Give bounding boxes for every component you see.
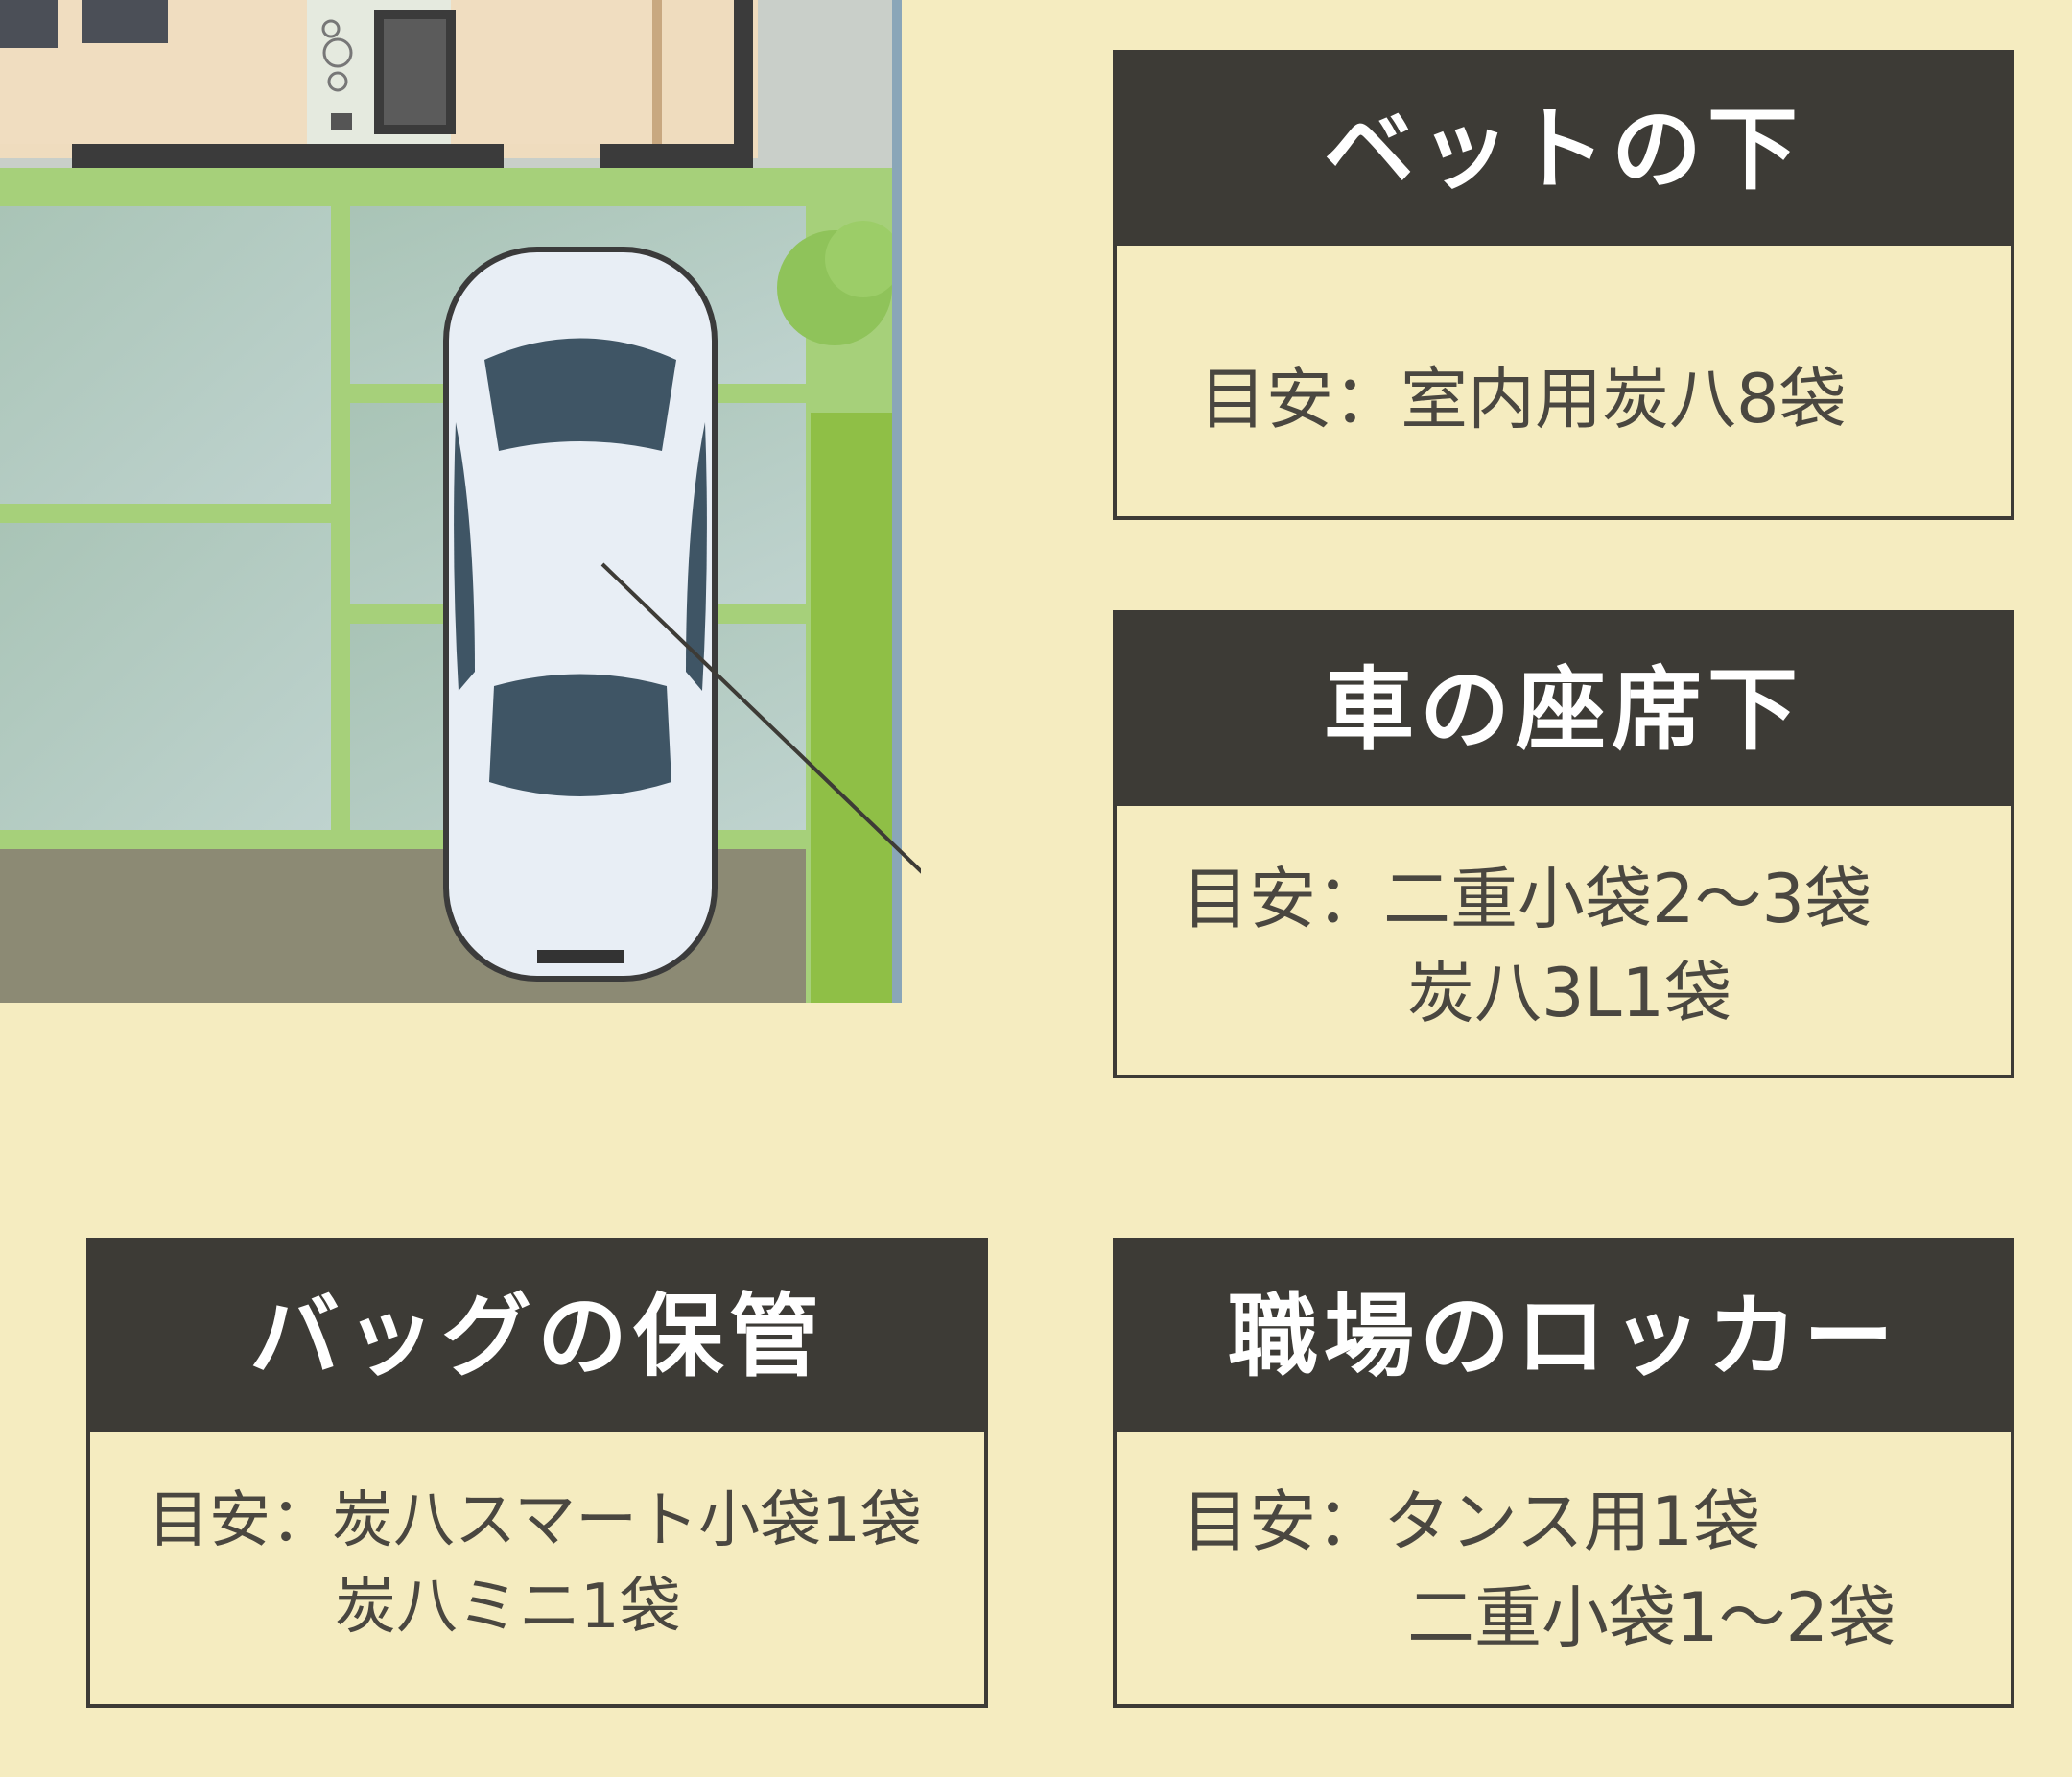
car-card: 車の座席下 目安：二重小袋2～3袋 炭八3L1袋 — [1113, 610, 2014, 1078]
locker-card-line1: 目安：タンス用1袋 — [1182, 1482, 1761, 1561]
car-card-line2: 炭八3L1袋 — [1407, 954, 1732, 1032]
bag-card-line2: 炭八ミニ1袋 — [335, 1572, 681, 1643]
bed-card: ベットの下 目安：室内用炭八8袋 — [1113, 50, 2014, 520]
bag-card-line1: 目安：炭八スマート小袋1袋 — [148, 1485, 922, 1556]
bag-card-title: バッグの保管 — [90, 1242, 984, 1432]
house-floor — [0, 0, 892, 173]
locker-card-title: 職場のロッカー — [1117, 1242, 2011, 1432]
car-card-line1: 目安：二重小袋2～3袋 — [1182, 860, 1872, 938]
bed-card-title: ベットの下 — [1117, 54, 2011, 246]
locker-card-line2: 二重小袋1～2袋 — [1407, 1578, 1896, 1657]
driveway — [0, 0, 902, 1003]
bag-card-body: 目安：炭八スマート小袋1袋 炭八ミニ1袋 — [90, 1432, 984, 1650]
car-leader-line — [600, 562, 921, 874]
car-card-title: 車の座席下 — [1117, 614, 2011, 806]
bag-card: バッグの保管 目安：炭八スマート小袋1袋 炭八ミニ1袋 — [86, 1238, 988, 1708]
car — [443, 247, 718, 982]
locker-card-body: 目安：タンス用1袋 二重小袋1～2袋 — [1117, 1432, 2011, 1666]
car-card-body: 目安：二重小袋2～3袋 炭八3L1袋 — [1117, 806, 2011, 1040]
locker-card: 職場のロッカー 目安：タンス用1袋 二重小袋1～2袋 — [1113, 1238, 2014, 1708]
bed-card-line1: 目安：室内用炭八8袋 — [1199, 360, 1847, 438]
bed-card-body: 目安：室内用炭八8袋 — [1117, 246, 2011, 445]
car-driveway-illustration — [0, 0, 921, 1003]
